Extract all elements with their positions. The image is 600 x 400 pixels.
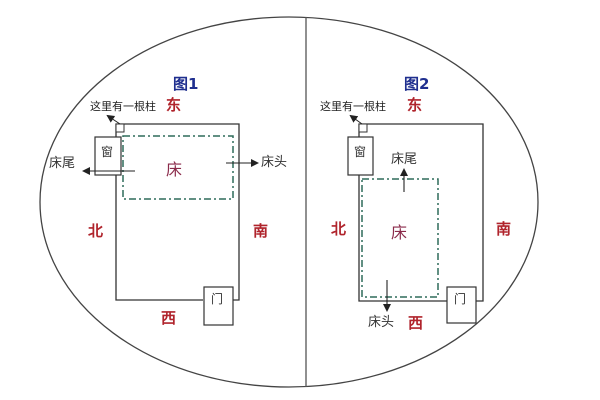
figure1-bed-head-label: 床头 (261, 155, 288, 170)
figure1-direction-south: 南 (253, 222, 269, 240)
figure2-window-label: 窗 (354, 145, 367, 159)
figure1-window (94, 136, 122, 176)
figure1-door-label: 门 (211, 292, 224, 306)
figure1-window-label: 窗 (101, 145, 114, 159)
figure1-room-walls (115, 123, 240, 301)
figure1-bed-outline (122, 135, 234, 200)
figure2-bed-outline (361, 178, 439, 298)
figure1-direction-north: 北 (88, 222, 104, 240)
figure1-bed-label: 床 (166, 160, 183, 179)
outer-ellipse (39, 16, 539, 388)
figure2-plan (347, 114, 484, 324)
figure2-title: 图2 (404, 75, 430, 93)
figure1-title: 图1 (173, 75, 199, 93)
figure1-pillar-note: 这里有一根柱 (90, 100, 156, 113)
figure1-bed-tail-label: 床尾 (49, 156, 76, 171)
figure2-bed-head-label: 床头 (368, 315, 395, 330)
figure1-door (203, 286, 234, 326)
figure1-pillar-arrow (106, 114, 121, 125)
figure2-door-label: 门 (454, 292, 467, 306)
figure1-direction-west: 西 (161, 309, 177, 327)
figure2-pillar (358, 123, 368, 133)
figure2-direction-west: 西 (408, 314, 424, 332)
figure2-direction-south: 南 (496, 220, 512, 238)
figure2-direction-east: 东 (407, 96, 423, 114)
figure2-bed-tail-label: 床尾 (391, 152, 418, 167)
figure2-direction-north: 北 (331, 220, 347, 238)
figure2-door (446, 286, 477, 324)
figure2-bed-label: 床 (391, 223, 408, 242)
figure1-direction-east: 东 (166, 96, 182, 114)
figure1-pillar (115, 123, 125, 133)
figure1-plan (82, 114, 259, 326)
figure2-pillar-arrow (349, 114, 363, 125)
figure2-window (347, 136, 374, 176)
figure2-pillar-note: 这里有一根柱 (320, 100, 386, 113)
figure2-room-walls (358, 123, 484, 302)
